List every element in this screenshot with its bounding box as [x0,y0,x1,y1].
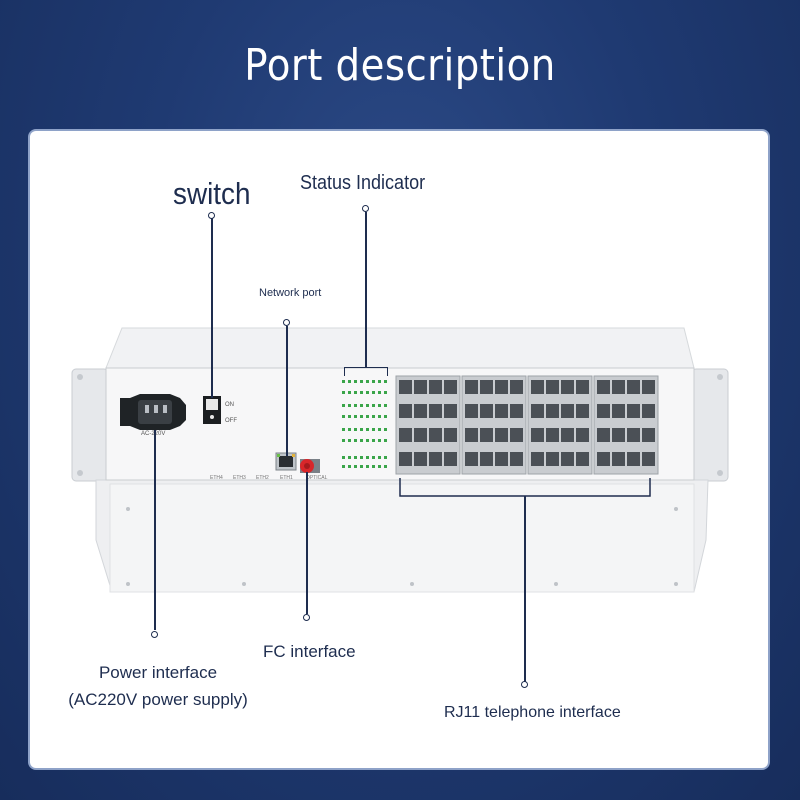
rj11-jacks [399,380,655,466]
status-bracket [344,367,388,376]
callout-fc-interface: FC interface [263,642,356,661]
port-label-optical: OPTICAL [306,475,328,481]
port-label-eth4: ETH4 [210,475,223,481]
rj11-leader-dot [520,681,528,688]
switch-leader-line [211,218,213,398]
power-leader-dot [150,631,158,638]
power-label: AC-220V [141,431,165,437]
chassis-top [105,327,695,369]
callout-status-indicator: Status Indicator [300,172,426,194]
right-rack-ear [691,368,729,482]
callout-switch: switch [173,176,251,211]
network-leader-line [286,326,288,456]
callout-network-port: Network port [259,287,322,299]
status-leader-line [365,212,367,368]
power-supply-label: (AC220V power supply) [68,690,248,709]
fc-leader-dot [302,614,310,621]
switch-leader-dot [207,212,215,219]
page-title: Port description [244,40,556,91]
status-leader-dot [361,205,369,212]
network-leader-dot [282,319,290,326]
callout-rj11-interface: RJ11 telephone interface [444,704,621,721]
fc-leader-line [306,472,308,614]
left-rack-ear [71,368,109,482]
port-label-eth2: ETH2 [256,475,269,481]
rj11-leader-line [524,496,526,682]
power-interface-label: Power interface [98,663,218,682]
switch-off-label: OFF [225,418,237,424]
port-label-eth1: ETH1 [280,475,293,481]
port-label-eth3: ETH3 [233,475,246,481]
power-leader-line [154,430,156,630]
callout-power-interface: Power interface (AC220V power supply) [60,659,256,713]
switch-on-label: ON [225,402,234,408]
status-led-grid [342,380,387,468]
